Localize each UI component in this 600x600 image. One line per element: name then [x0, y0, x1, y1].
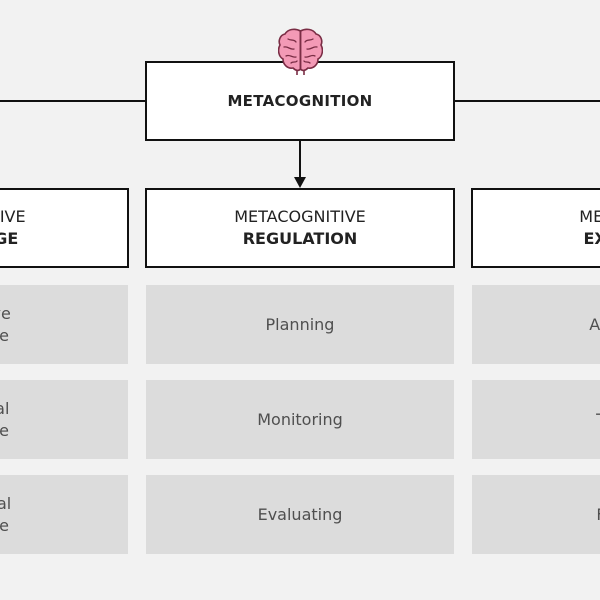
item-label: F — [596, 504, 600, 526]
category-regulation-line2: REGULATION — [242, 229, 358, 248]
knowledge-item-procedural: ral ge — [0, 380, 128, 459]
knowledge-item-declarative: ive ge — [0, 285, 128, 364]
regulation-item-monitoring: Monitoring — [146, 380, 454, 459]
item-label: T — [596, 409, 600, 431]
regulation-item-planning: Planning — [146, 285, 454, 364]
root-node: METACOGNITION — [145, 61, 455, 141]
category-regulation-line1: METACOGNITIVE — [234, 207, 366, 226]
item-line2: ge — [0, 515, 9, 535]
item-line1: nal — [0, 493, 12, 513]
category-knowledge: NITIVE OGE — [0, 188, 129, 268]
category-experiences-line2: EXP — [583, 229, 600, 248]
arrowhead-down — [294, 177, 306, 188]
knowledge-item-conditional: nal ge — [0, 475, 128, 554]
item-line1: ral — [0, 398, 10, 418]
regulation-item-evaluating: Evaluating — [146, 475, 454, 554]
item-label: Monitoring — [257, 409, 343, 429]
category-experiences-line1: META — [579, 207, 600, 226]
item-label: Planning — [265, 314, 335, 334]
item-line2: ge — [0, 325, 9, 345]
category-experiences: META EXP — [471, 188, 600, 268]
category-knowledge-line2: OGE — [0, 229, 19, 248]
experience-item-2: T — [472, 380, 600, 459]
item-label: Aw — [589, 314, 600, 334]
root-label: METACOGNITION — [227, 92, 373, 110]
experience-item-1: Aw — [472, 285, 600, 364]
category-regulation: METACOGNITIVE REGULATION — [145, 188, 455, 268]
brain-icon — [278, 28, 323, 75]
category-knowledge-line1: NITIVE — [0, 207, 26, 226]
experience-item-3: F — [472, 475, 600, 554]
item-label: Evaluating — [257, 504, 343, 524]
item-line1: ive — [0, 303, 11, 323]
item-line2: ge — [0, 420, 9, 440]
